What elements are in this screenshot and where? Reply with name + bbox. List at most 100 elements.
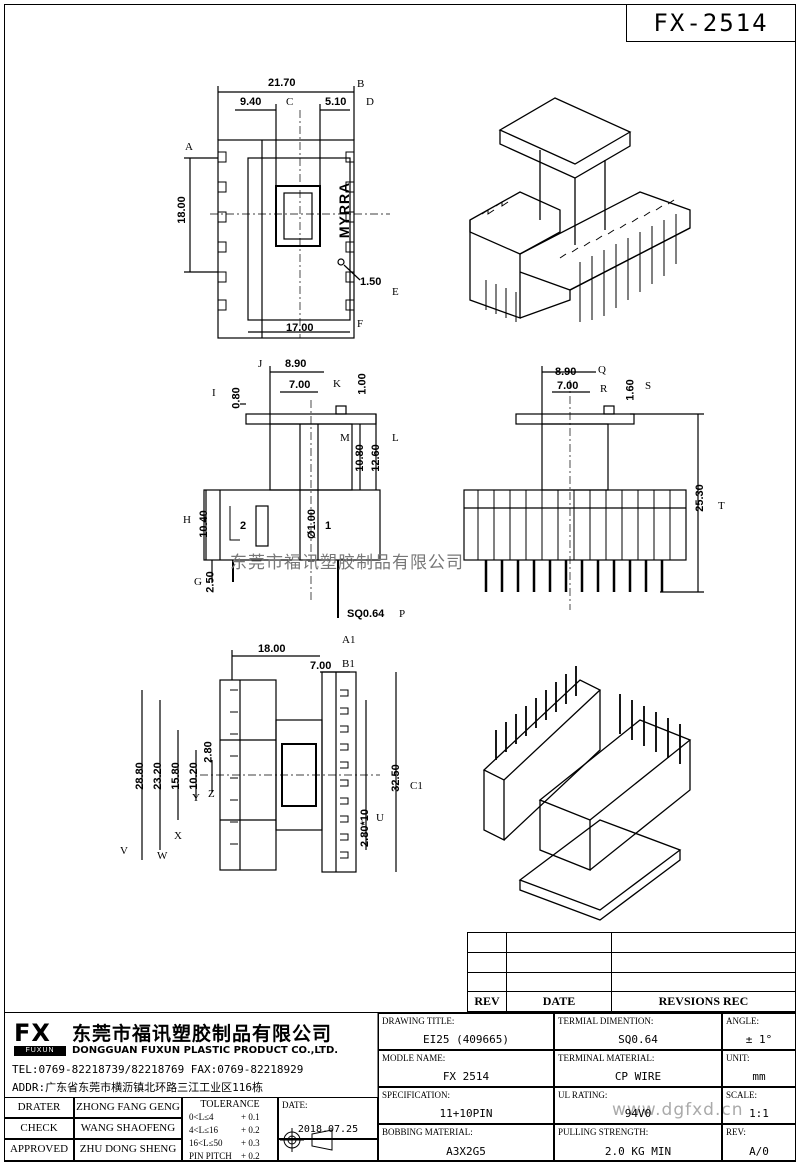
- revisions-col-header: REVSIONS REC: [611, 991, 796, 1012]
- drater-name: ZHONG FANG GENG: [76, 1101, 180, 1113]
- dim-bottom-18-00: 18.00: [258, 643, 286, 655]
- label-f: F: [357, 318, 364, 330]
- rev-cell: REV:A/0: [722, 1124, 796, 1162]
- dim-15-80: 15.80: [169, 762, 182, 790]
- dim-28-80: 28.80: [133, 762, 146, 790]
- pull-label: PULLING STRENGTH:: [558, 1127, 649, 1137]
- drater-label-cell: DRATER: [4, 1097, 74, 1118]
- check-label: CHECK: [20, 1122, 58, 1134]
- term-dim-label: TERMIAL DIMENTION:: [558, 1016, 654, 1026]
- angle-value: ± 1°: [745, 1033, 773, 1046]
- drawing-title-value: EI25 (409665): [422, 1033, 510, 1046]
- dim-25-30: 25.30: [693, 484, 706, 512]
- pin-mark-1: 1: [325, 520, 332, 532]
- label-c: C: [286, 96, 294, 108]
- projection-symbol: [280, 1128, 333, 1152]
- projection-cell: [278, 1139, 378, 1162]
- company-logo-sub: FUXUN: [14, 1046, 66, 1056]
- term-mat-value: CP WIRE: [614, 1070, 662, 1083]
- label-l: L: [392, 432, 399, 444]
- dim-32-50: 32.50: [389, 764, 402, 792]
- tol-value-2: + 0.2: [241, 1125, 260, 1135]
- tolerance-title: TOLERANCE: [200, 1099, 260, 1110]
- drawing-frame: [4, 4, 796, 1161]
- dim-0-80: 0.80: [230, 387, 243, 409]
- angle-cell: ANGLE:± 1°: [722, 1013, 796, 1050]
- isometric-view-2: [482, 666, 692, 921]
- label-t: T: [718, 500, 725, 512]
- rev-col-header: REV: [467, 991, 507, 1012]
- pull-cell: PULLING STRENGTH: 2.0 KG MIN: [554, 1124, 722, 1162]
- label-v: V: [120, 845, 128, 857]
- dim-1-60: 1.60: [624, 379, 637, 401]
- dim-23-20: 23.20: [151, 762, 164, 790]
- spec-cell: SPECIFICATION:11+10PIN: [378, 1087, 554, 1124]
- watermark-text: 东莞市福讯塑胶制品有限公司: [230, 553, 464, 573]
- bobbing-cell: BOBBING MATERIAL: A3X2G5: [378, 1124, 554, 1162]
- drater-cell: ZHONG FANG GENG: [74, 1097, 182, 1118]
- tolerance-cell: TOLERANCE 0<L≤4 + 0.1 4<L≤16 + 0.2 16<L≤…: [182, 1097, 278, 1162]
- dim-front-8-90: 8.90: [555, 366, 577, 378]
- label-b1: B1: [342, 658, 355, 670]
- revision-table: REV DATE REVSIONS REC: [467, 932, 796, 1012]
- dim-18-00: 18.00: [175, 196, 188, 224]
- label-j: J: [258, 358, 263, 370]
- date-cell: DATE: 2018.07.25: [278, 1097, 378, 1139]
- dim-side-7-00: 7.00: [289, 379, 311, 391]
- dim-dia-1-00: Ø1.00: [305, 509, 318, 539]
- tol-range-3: 16<L≤50: [189, 1138, 223, 1148]
- bobbing-label: BOBBING MATERIAL:: [382, 1127, 473, 1137]
- check-label-cell: CHECK: [4, 1118, 74, 1139]
- ul-value: 94V0: [624, 1107, 652, 1120]
- top-view: [184, 86, 390, 339]
- dim-5-10: 5.10: [325, 96, 347, 108]
- label-d: D: [366, 96, 374, 108]
- dim-1-00: 1.00: [356, 373, 369, 395]
- label-w: W: [157, 850, 168, 862]
- pull-value: 2.0 KG MIN: [604, 1145, 672, 1158]
- dim-sq0-64: SQ0.64: [347, 608, 385, 620]
- label-q: Q: [598, 364, 606, 376]
- tol-value-4: + 0.2: [241, 1151, 260, 1161]
- dim-side-8-90: 8.90: [285, 358, 307, 370]
- part-number-title: FX-2514: [626, 4, 796, 42]
- tol-value-3: + 0.3: [241, 1138, 260, 1148]
- dim-12-60: 12.60: [369, 444, 382, 472]
- side-view: [203, 366, 381, 618]
- drawing-title-label: DRAWING TITLE:: [382, 1016, 455, 1026]
- date-col-header: DATE: [506, 991, 612, 1012]
- dim-2-50: 2.50: [204, 571, 217, 593]
- scale-label: SCALE:: [726, 1090, 758, 1100]
- rev-label: REV:: [726, 1127, 746, 1137]
- approved-label: APPROVED: [9, 1143, 69, 1155]
- company-name-cn: 东莞市福讯塑胶制品有限公司: [72, 1023, 333, 1045]
- marking-text: MYRRA: [336, 181, 353, 239]
- scale-cell: SCALE:1:1: [722, 1087, 796, 1124]
- company-logo: FX: [14, 1019, 51, 1047]
- label-a: A: [185, 141, 193, 153]
- tol-range-2: 4<L≤16: [189, 1125, 219, 1135]
- rev-value: A/0: [749, 1145, 769, 1158]
- title-block: FX FUXUN 东莞市福讯塑胶制品有限公司 DONGGUAN FUXUN PL…: [4, 1012, 796, 1162]
- label-c1: C1: [410, 780, 423, 792]
- approved-cell: ZHU DONG SHENG: [74, 1139, 182, 1162]
- model-value: FX 2514: [442, 1070, 490, 1083]
- company-tel: TEL:0769-82218739/82218769 FAX:0769-8221…: [12, 1063, 304, 1076]
- company-addr: ADDR:广东省东莞市横沥镇北环路三江工业区116栋: [12, 1081, 263, 1094]
- model-cell: MODLE NAME:FX 2514: [378, 1050, 554, 1087]
- bobbing-value: A3X2G5: [446, 1145, 486, 1158]
- term-mat-label: TERMINAL MATERIAL:: [558, 1053, 655, 1063]
- dim-1-50: 1.50: [360, 276, 382, 288]
- unit-cell: UNIT:mm: [722, 1050, 796, 1087]
- dim-front-7-00: 7.00: [557, 380, 579, 392]
- pin-mark-2: 2: [240, 520, 247, 532]
- label-p: P: [399, 608, 406, 620]
- date-label: DATE:: [282, 1100, 308, 1110]
- label-m: M: [340, 432, 350, 444]
- label-i: I: [212, 387, 216, 399]
- isometric-view-1: [469, 97, 691, 322]
- label-h: H: [183, 514, 191, 526]
- check-cell: WANG SHAOFENG: [74, 1118, 182, 1139]
- unit-label: UNIT:: [726, 1053, 750, 1063]
